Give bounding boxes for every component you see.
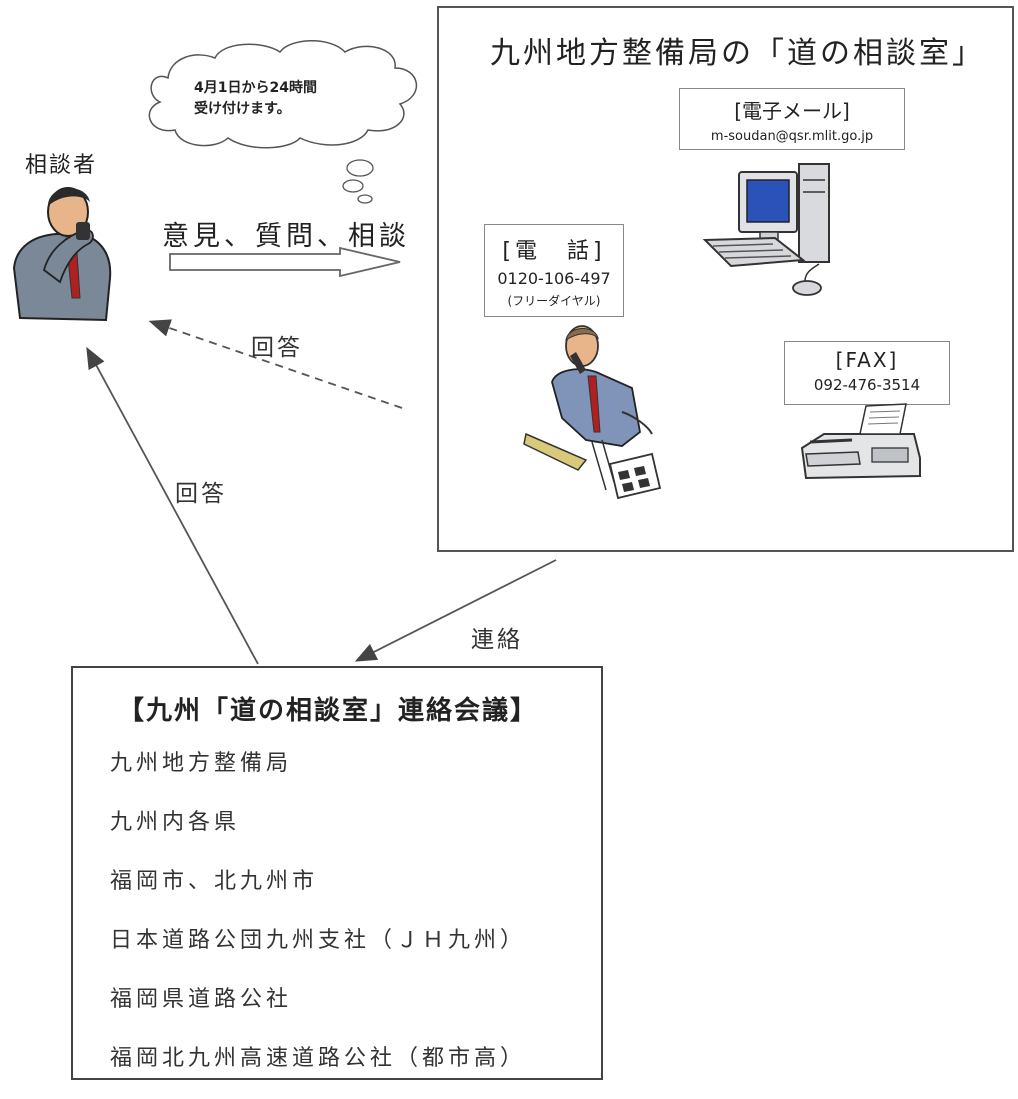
phone-operator-icon	[523, 325, 662, 500]
fax-machine-icon	[800, 403, 921, 480]
fax-number: 092-476-3514	[813, 376, 921, 394]
bubble-line-1: 4月1日から24時間	[194, 80, 317, 96]
phone-label: [電 話]	[502, 239, 606, 264]
liaison-council-box	[71, 666, 603, 1080]
email-label: [電子メール]	[734, 99, 850, 123]
council-title: 【九州「道の相談室」連絡会議】	[118, 696, 539, 726]
inquiry-arrow	[169, 246, 401, 278]
council-member: 福岡北九州高速道路公社（都市高）	[110, 1046, 527, 1071]
council-member: 日本道路公団九州支社（ＪＨ九州）	[110, 928, 527, 953]
thought-bubble	[148, 40, 418, 204]
council-member-list: 九州地方整備局 九州内各県 福岡市、北九州市 日本道路公団九州支社（ＪＨ九州） …	[110, 745, 526, 1099]
answer-council-arrow	[86, 346, 259, 665]
council-member: 九州内各県	[110, 810, 241, 835]
fax-card: [FAX] 092-476-3514	[784, 341, 950, 405]
email-card: [電子メール] m-soudan@qsr.mlit.go.jp	[679, 88, 905, 150]
phone-note: (フリーダイヤル)	[507, 294, 601, 308]
council-member: 福岡県道路公社	[110, 987, 293, 1012]
contact-label: 連絡	[471, 627, 523, 653]
consultant-label: 相談者	[25, 153, 98, 178]
inquiry-label: 意見、質問、相談	[162, 221, 410, 252]
contact-arrow	[354, 559, 557, 662]
computer-icon	[702, 163, 830, 296]
answer-label-council: 回答	[175, 481, 227, 507]
reception-hours-note: 4月1日から24時間 受け付けます。	[194, 78, 354, 120]
phone-card: [電 話] 0120-106-497 (フリーダイヤル)	[484, 224, 624, 317]
answer-label-office: 回答	[251, 335, 303, 361]
email-address[interactable]: m-soudan@qsr.mlit.go.jp	[710, 129, 874, 144]
council-member: 九州地方整備局	[110, 751, 293, 776]
office-title: 九州地方整備局の「道の相談室」	[490, 36, 985, 71]
consultant-person-icon	[12, 187, 112, 322]
council-member: 福岡市、北九州市	[110, 869, 319, 894]
phone-number: 0120-106-497	[497, 269, 611, 288]
answer-dashed-arrow	[148, 319, 403, 409]
fax-label: [FAX]	[835, 348, 899, 372]
bubble-line-2: 受け付けます。	[194, 101, 291, 117]
